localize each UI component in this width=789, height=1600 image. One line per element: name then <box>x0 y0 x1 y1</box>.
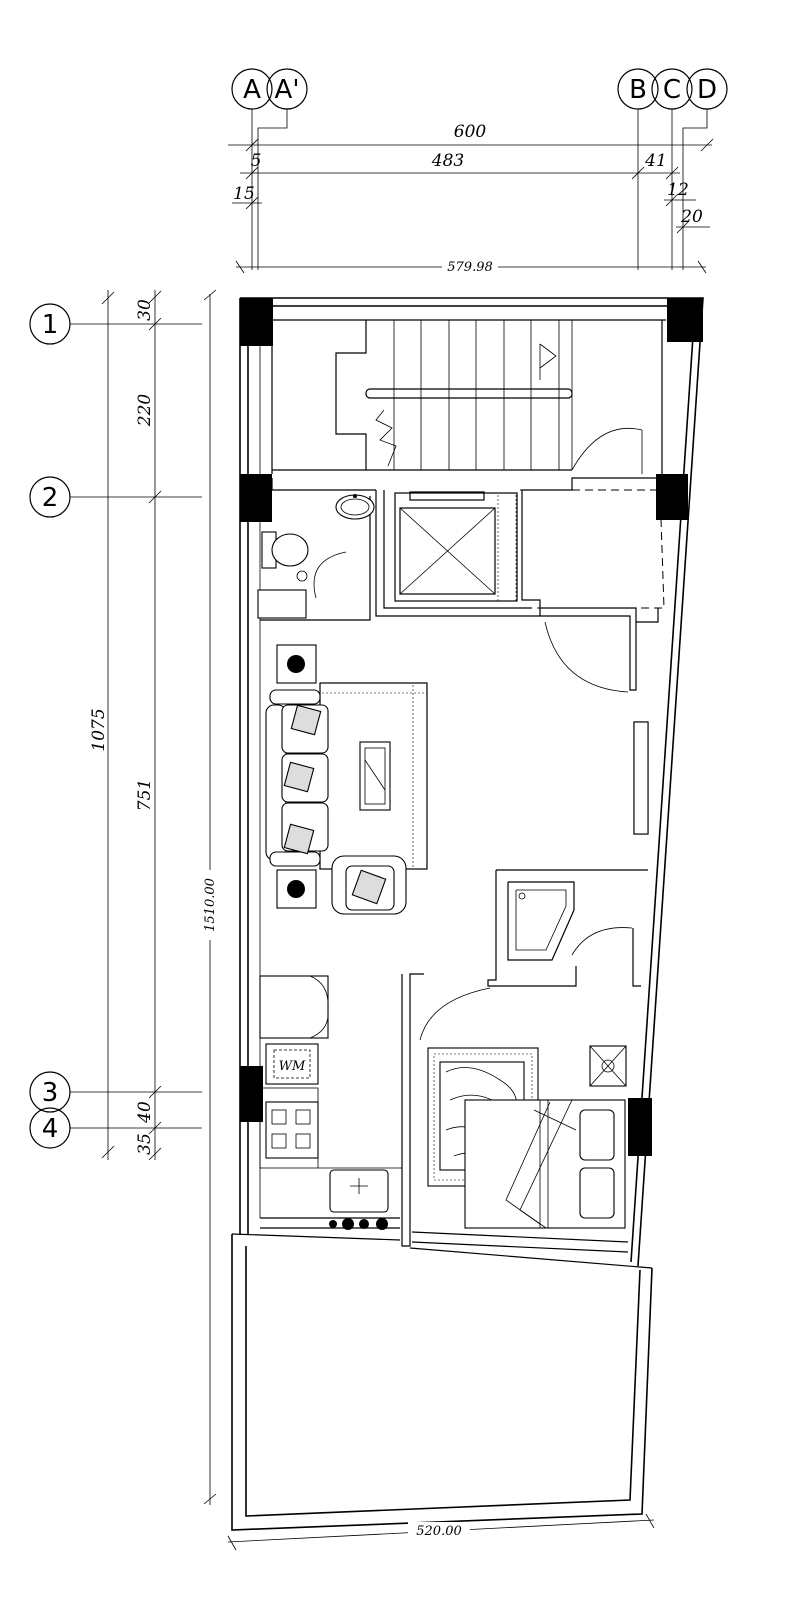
dim-5: 5 <box>251 151 262 171</box>
grid-axis-3-label: 3 <box>42 1078 59 1108</box>
dim-40: 40 <box>135 1101 155 1124</box>
grid-axis-2-label: 2 <box>42 483 59 513</box>
left-dimensions: 1075 30 220 751 40 35 1510.00 <box>89 289 218 1505</box>
kitchen: WM <box>259 975 402 1230</box>
grid-axis-1-label: 1 <box>42 310 59 340</box>
shower-room <box>507 881 575 961</box>
living-room-furniture <box>265 644 649 915</box>
doors <box>313 428 643 1041</box>
dim-579-98: 579.98 <box>447 260 493 275</box>
dim-751: 751 <box>135 779 155 811</box>
dim-41: 41 <box>644 151 667 171</box>
grid-axis-lines-top <box>251 109 708 270</box>
staircase <box>271 319 666 474</box>
grid-axis-bubbles-top: A A' B C D <box>231 68 728 110</box>
grid-axis-b-label: B <box>629 75 647 105</box>
grid-axis-a-prime-label: A' <box>275 75 300 105</box>
overhead-dashed-lines <box>520 489 665 609</box>
dim-20: 20 <box>680 207 703 227</box>
washing-machine-label: WM <box>279 1059 306 1074</box>
dim-15: 15 <box>233 184 255 204</box>
dim-30: 30 <box>135 299 155 321</box>
dim-1510: 1510.00 <box>203 878 218 932</box>
grid-axis-c-label: C <box>663 75 681 105</box>
dim-1075: 1075 <box>89 708 109 751</box>
dim-35: 35 <box>135 1133 155 1155</box>
grid-axis-4-label: 4 <box>42 1114 59 1144</box>
structural-columns <box>240 298 703 1156</box>
grid-axis-a-label: A <box>243 75 261 105</box>
grid-axis-bubbles-left: 1 2 3 4 <box>29 303 71 1149</box>
dim-520: 520.00 <box>416 1524 462 1539</box>
dim-overall-600: 600 <box>454 122 487 142</box>
grid-axis-d-label: D <box>697 75 717 105</box>
bottom-dimensions: 520.00 <box>227 1513 655 1551</box>
dim-483: 483 <box>431 151 464 171</box>
top-dimensions: 600 5 483 41 15 12 20 579.98 <box>228 122 714 275</box>
bedroom <box>427 1045 627 1229</box>
elevator-shaft <box>375 490 541 617</box>
dim-220: 220 <box>135 394 155 428</box>
balcony <box>231 1233 653 1531</box>
bathroom-fixtures <box>257 494 375 619</box>
grid-axis-lines-left <box>70 323 202 1129</box>
dim-12: 12 <box>667 180 689 200</box>
